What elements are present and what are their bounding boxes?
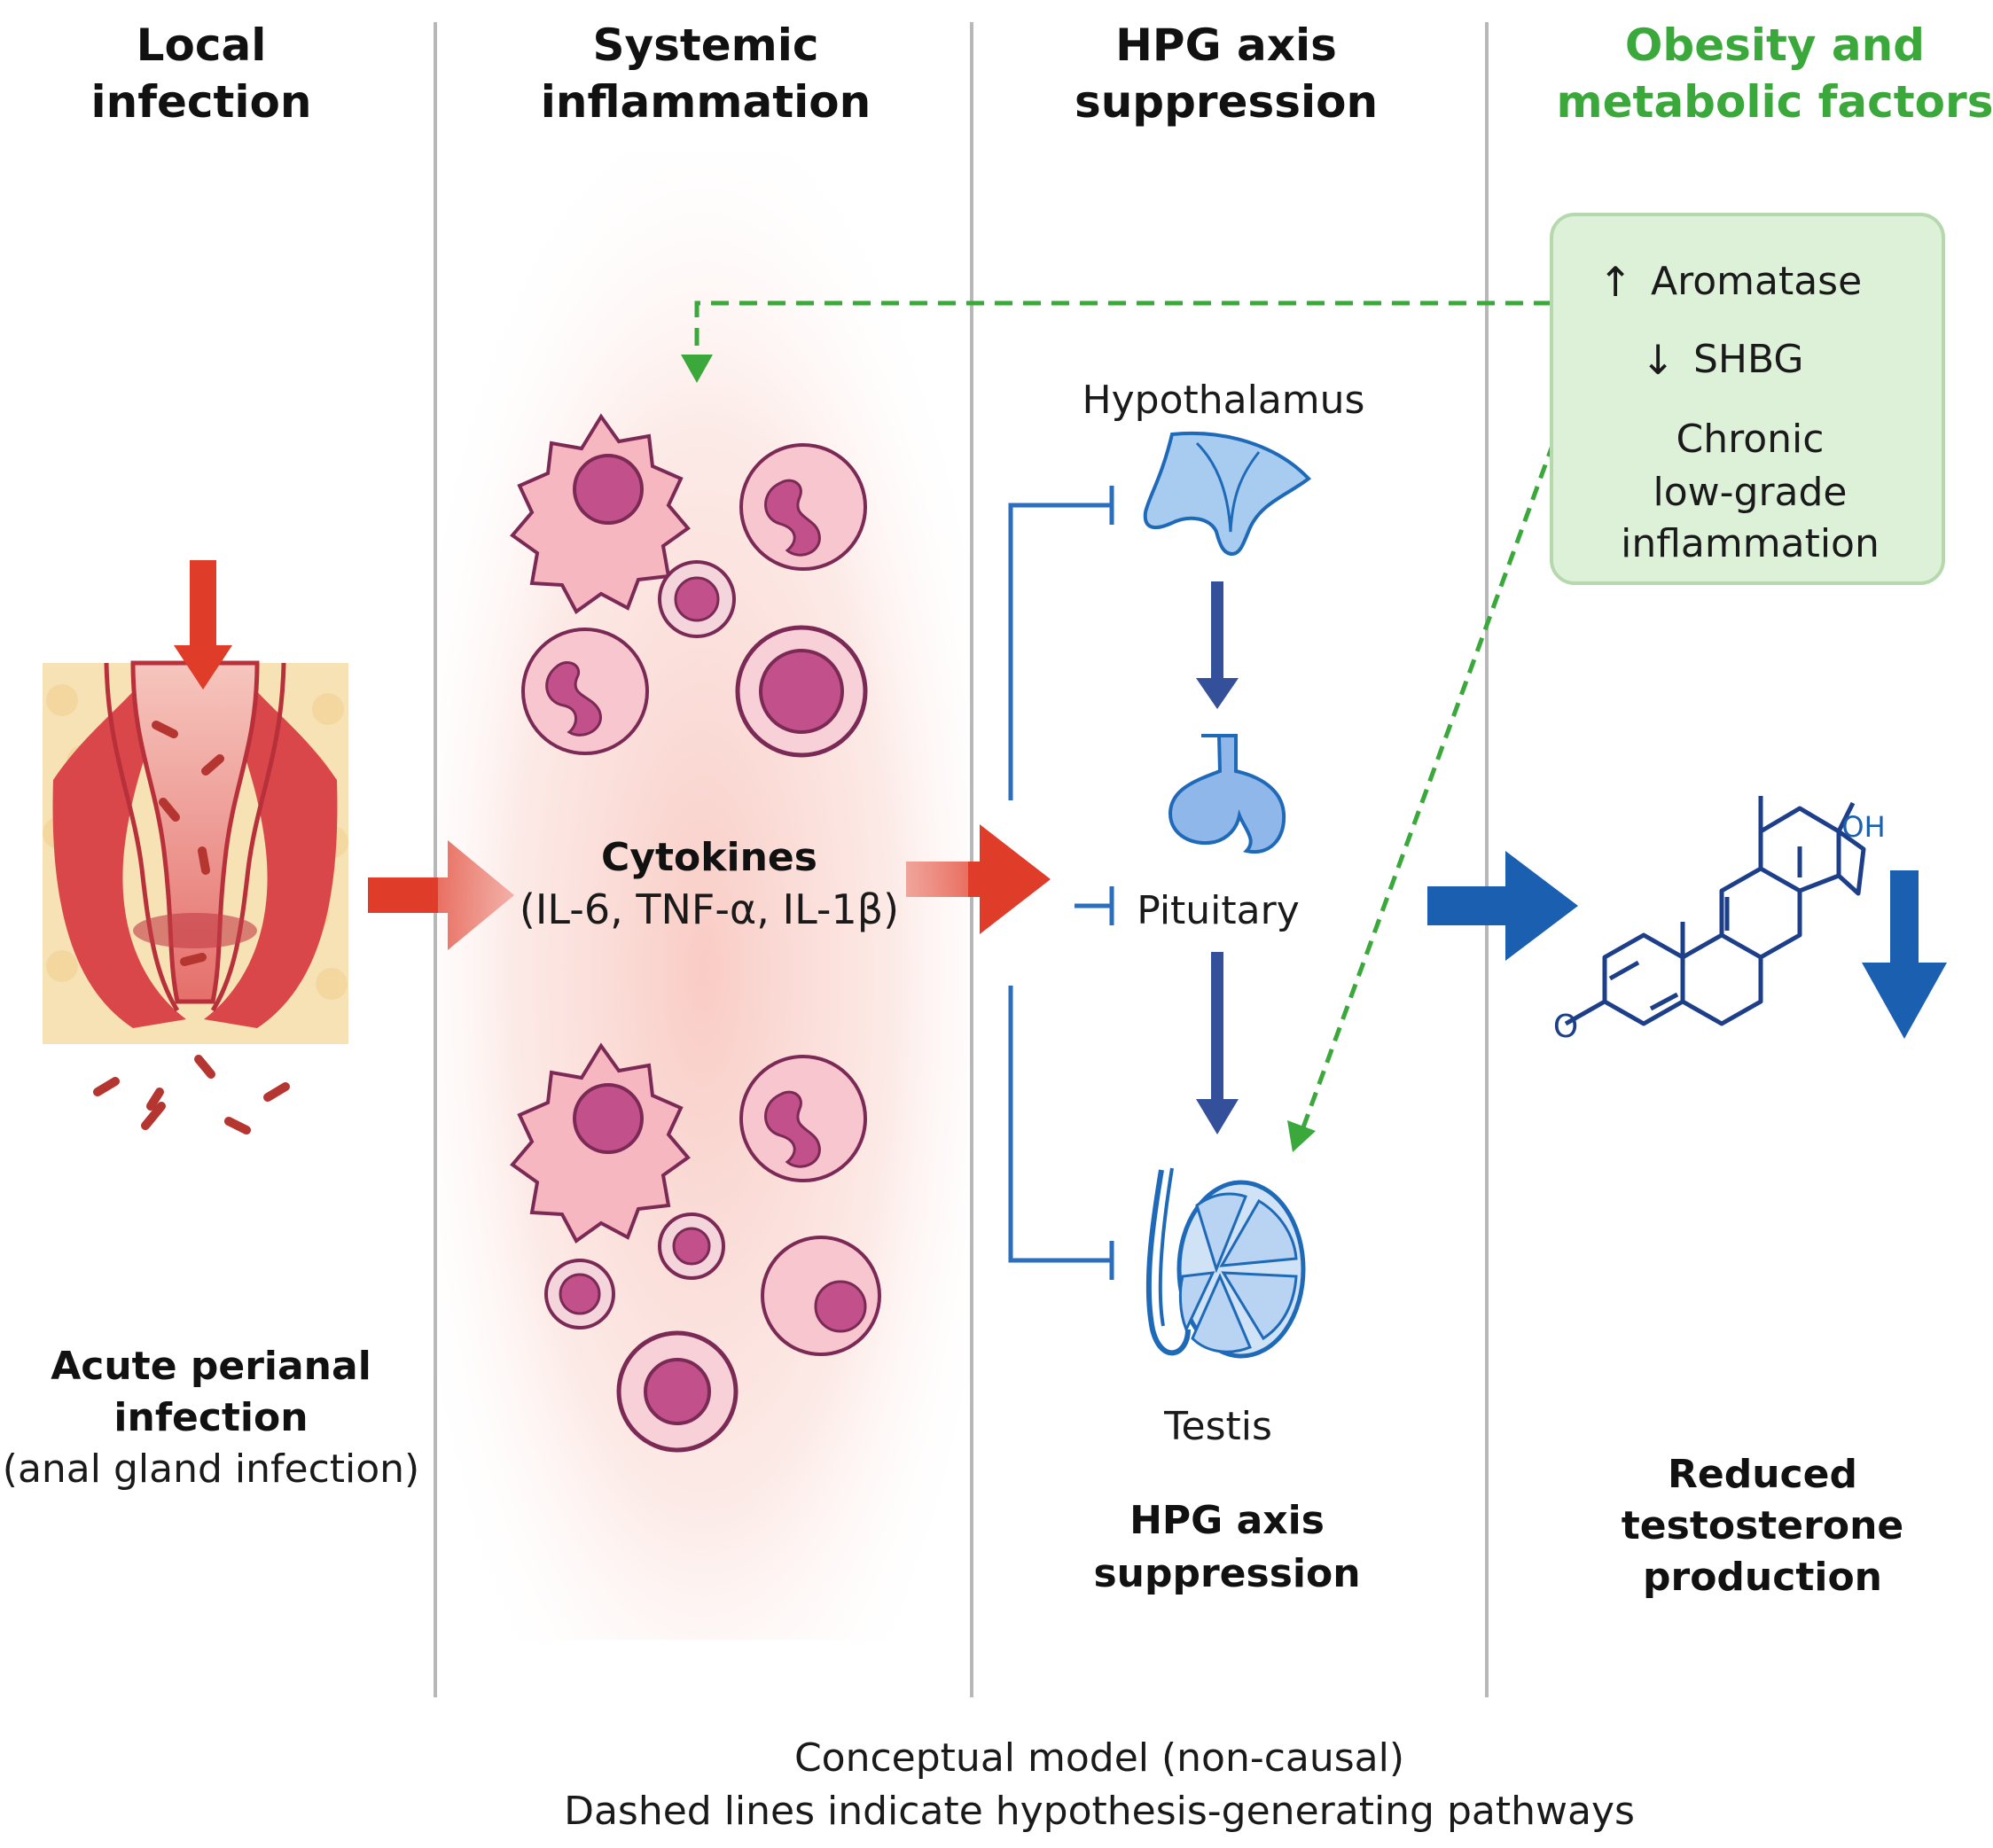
- footer-line2: Dashed lines indicate hypothesis-generat…: [564, 1789, 1635, 1834]
- arrow-systemic-to-hpg: [906, 824, 1051, 934]
- inhibit-hypothalamus: [1008, 503, 1112, 800]
- arrow-pituitary-to-testis: [1196, 952, 1239, 1135]
- cytokines-list: (IL-6, TNF-α, IL-1β): [520, 885, 899, 933]
- header-obesity-line1: Obesity and: [1625, 19, 1925, 71]
- header-hpg-line1: HPG axis: [1115, 19, 1337, 71]
- dashed-arrow-obesity-to-testis-head: [1287, 1120, 1316, 1152]
- local-label-line2: infection: [113, 1395, 308, 1440]
- header-systemic-line2: inflammation: [541, 76, 871, 128]
- cytokines-title: Cytokines: [601, 835, 817, 880]
- neutrophil-cell: [739, 443, 867, 571]
- neutrophil-cell-3: [739, 1055, 867, 1182]
- header-obesity-line2: metabolic factors: [1557, 76, 1993, 128]
- footer-line1: Conceptual model (non-causal): [794, 1735, 1404, 1781]
- column-headers: Local infection Systemic inflammation HP…: [90, 19, 1993, 128]
- immune-cells-bottom: [510, 1042, 881, 1453]
- arrow-hpg-to-testosterone: [1427, 851, 1578, 961]
- testosterone-molecule: [1564, 796, 1866, 1026]
- dashed-arrow-obesity-to-testis: [1301, 442, 1556, 1128]
- infection-entry-arrow: [174, 560, 232, 690]
- macrophage-cell-2: [510, 1042, 691, 1244]
- header-hpg-line2: suppression: [1075, 76, 1378, 128]
- lymphocyte-small-3: [544, 1259, 615, 1329]
- lymphocyte-large-2: [616, 1330, 739, 1453]
- macrophage-cell: [510, 413, 691, 614]
- lymphocyte-large: [735, 625, 868, 758]
- dashed-arrow-obesity-to-cytokines: [694, 300, 1551, 362]
- inhibit-testis: [1008, 986, 1112, 1263]
- header-local-line1: Local: [137, 19, 267, 71]
- pituitary-icon: [1168, 734, 1286, 854]
- lymphocyte-small: [658, 560, 736, 638]
- shbg-label: SHBG: [1693, 337, 1804, 382]
- neutrophil-cell-2: [521, 628, 649, 755]
- neutrophil-cell-4: [761, 1236, 881, 1356]
- inner-lining-right: [210, 662, 286, 1012]
- inhibition-feedback: [1008, 486, 1114, 1280]
- shbg-arrow: ↓: [1641, 336, 1676, 384]
- local-label-line3: (anal gland infection): [3, 1446, 419, 1492]
- immune-cells-top: [510, 413, 868, 758]
- pituitary-label: Pituitary: [1137, 888, 1300, 933]
- left-muscle-wall: [52, 663, 186, 1028]
- aromatase-label: Aromatase: [1651, 259, 1862, 304]
- hypothalamus-label: Hypothalamus: [1082, 378, 1365, 423]
- inner-lining-left: [104, 662, 180, 1012]
- hypothalamus-icon: [1143, 431, 1311, 557]
- header-local-line2: infection: [90, 76, 311, 128]
- glands-band: [133, 913, 257, 948]
- ketone-o-label: O: [1553, 1009, 1578, 1045]
- anal-canal: [130, 660, 260, 1004]
- outcome-line1: Reduced: [1668, 1452, 1857, 1497]
- aromatase-arrow: ↑: [1598, 258, 1633, 306]
- oh-label: OH: [1841, 810, 1885, 844]
- dashed-arrow-obesity-to-cytokines-head: [681, 355, 713, 383]
- obesity-factors-box: [1550, 213, 1945, 585]
- testis-label: Testis: [1163, 1404, 1272, 1449]
- outcome-line2: testosterone: [1622, 1503, 1903, 1548]
- testosterone-decrease-arrow: [1862, 870, 1947, 1039]
- hpg-caption-line2: suppression: [1093, 1551, 1360, 1596]
- testis-icon: [1145, 1167, 1306, 1359]
- hpg-caption-line1: HPG axis: [1129, 1498, 1325, 1543]
- arrow-hypothalamus-to-pituitary: [1196, 581, 1239, 709]
- outcome-line3: production: [1643, 1555, 1882, 1600]
- chronic-line1: Chronic: [1676, 417, 1825, 462]
- local-label-line1: Acute perianal: [51, 1344, 371, 1389]
- bacteria: [93, 721, 290, 1135]
- chronic-line2: low-grade: [1653, 470, 1848, 515]
- header-systemic-line1: Systemic: [592, 19, 818, 71]
- chronic-line3: inflammation: [1621, 521, 1880, 566]
- right-muscle-wall: [204, 663, 338, 1028]
- lymphocyte-small-2: [658, 1213, 725, 1280]
- anal-gland-illustration: [43, 560, 348, 1135]
